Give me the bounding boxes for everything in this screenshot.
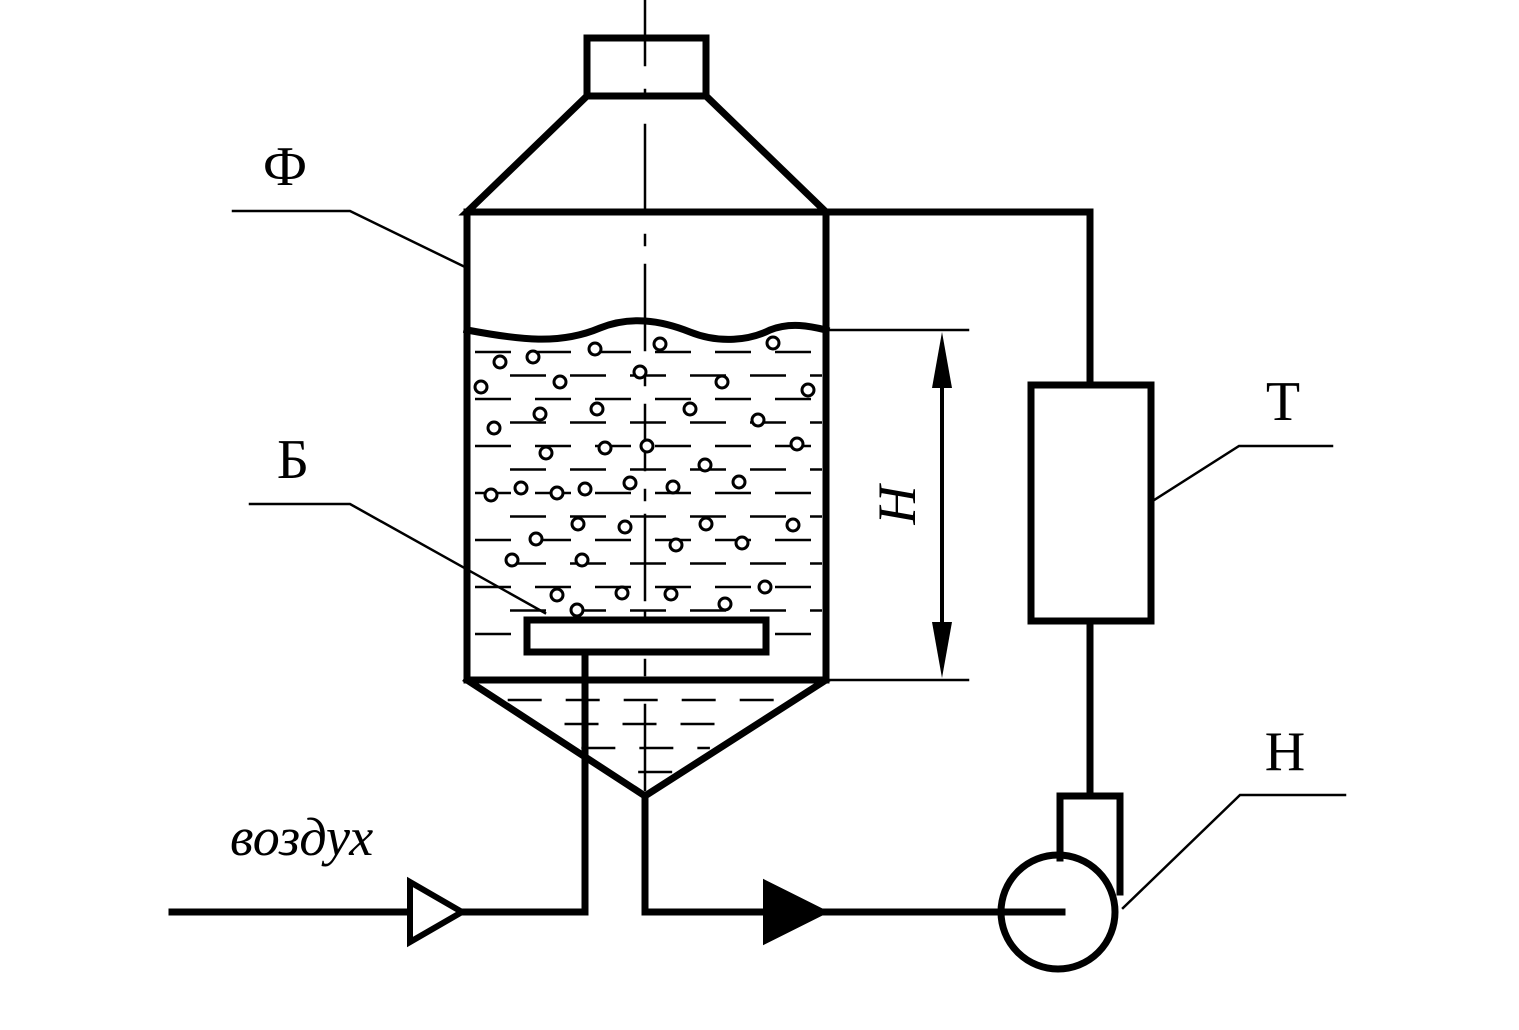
- bubble-icon: [492, 354, 508, 370]
- filter-label: Ф: [263, 136, 307, 198]
- pump-discharge-nozzle: [1056, 792, 1124, 896]
- bubble-icon: [639, 438, 655, 454]
- height-label: H: [867, 483, 927, 526]
- heat-exchanger-label: Т: [1266, 371, 1300, 433]
- dimension-arrow-down-icon: [932, 622, 952, 678]
- bubble-icon: [504, 552, 520, 568]
- dimension-arrow-up-icon: [932, 332, 952, 388]
- bubble-icon: [589, 401, 605, 417]
- liquid-outlet-pipe: [641, 792, 1066, 916]
- bubble-icon: [617, 519, 633, 535]
- bubble-icon: [552, 374, 568, 390]
- bubble-icon: [668, 537, 684, 553]
- bubble-icon: [765, 335, 781, 351]
- pump-leader-line: [1121, 793, 1347, 910]
- liquid-surface: [462, 317, 831, 343]
- column-body: [463, 208, 830, 684]
- bubble-icon: [570, 516, 586, 532]
- bubbler-label: Б: [277, 429, 309, 491]
- bubble-icon: [577, 481, 593, 497]
- bubble-icon: [587, 341, 603, 357]
- bubble-icon: [663, 586, 679, 602]
- air-inlet-arrow-icon: [407, 876, 469, 948]
- height-dimension: H: [824, 328, 970, 682]
- bubble-icon: [525, 349, 541, 365]
- bubbler-plate: [523, 616, 770, 656]
- bubble-icon: [697, 457, 713, 473]
- bubble-icon: [698, 516, 714, 532]
- bubbler-leader-line: [248, 502, 547, 615]
- bubble-icon: [486, 420, 502, 436]
- bubble-icon: [597, 440, 613, 456]
- bubble-icon: [731, 474, 747, 490]
- bubble-icon: [473, 379, 489, 395]
- bubble-icon: [665, 479, 681, 495]
- bubble-icon: [750, 412, 766, 428]
- bubble-icon: [785, 517, 801, 533]
- bottom-cone: [462, 675, 831, 801]
- top-outlet-nozzle: [583, 34, 710, 100]
- bubble-icon: [614, 585, 630, 601]
- pump: [997, 792, 1124, 973]
- gas-bubbles: [473, 335, 816, 618]
- bubble-icon: [622, 475, 638, 491]
- bubble-icon: [528, 531, 544, 547]
- bubble-icon: [682, 401, 698, 417]
- bubble-icon: [532, 406, 548, 422]
- liquid-flow-arrow-icon: [763, 878, 830, 946]
- bubble-icon: [734, 535, 750, 551]
- bubble-icon: [549, 485, 565, 501]
- air-label: воздух: [230, 807, 373, 867]
- bubble-icon: [652, 336, 668, 352]
- bubble-icon: [757, 579, 773, 595]
- bubble-icon: [714, 374, 730, 390]
- bubble-icon: [789, 436, 805, 452]
- bubble-icon: [574, 552, 590, 568]
- bubble-icon: [483, 487, 499, 503]
- bubble-icon: [513, 480, 529, 496]
- bubble-icon: [549, 587, 565, 603]
- liquid-hatching: [475, 350, 822, 774]
- bubble-icon: [800, 382, 816, 398]
- bubble-icon: [632, 364, 648, 380]
- pump-label: Н: [1265, 721, 1305, 783]
- heat-exchanger: [1027, 381, 1155, 625]
- return-line-upper: [822, 208, 1094, 389]
- filter-leader-line: [231, 209, 469, 270]
- heat-exchanger-leader-line: [1149, 444, 1334, 504]
- bubble-icon: [717, 596, 733, 612]
- top-cone: [458, 91, 835, 216]
- bubble-icon: [538, 445, 554, 461]
- bubble-icon: [569, 602, 585, 618]
- air-inlet-pipe: [168, 648, 589, 916]
